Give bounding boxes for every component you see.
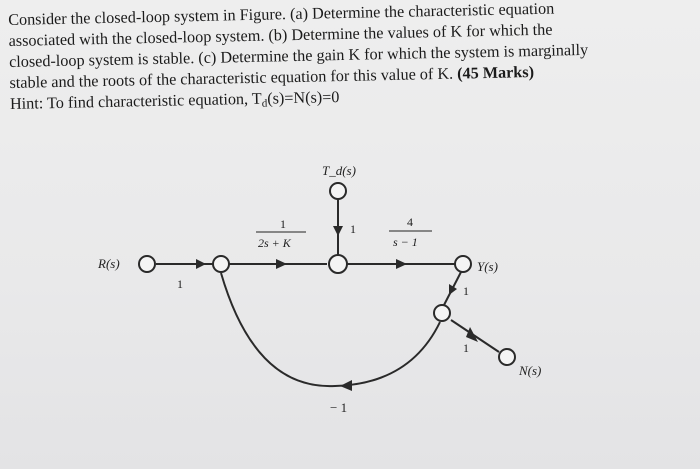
branch-n-to-n3 <box>450 319 500 353</box>
feedback-gain-label: − 1 <box>330 400 347 415</box>
g1-numerator: 1 <box>280 217 286 231</box>
gain-r-label: 1 <box>177 277 183 291</box>
branch-feedback <box>220 272 441 388</box>
arrow-r-to-n1 <box>196 259 206 269</box>
arrow-feedback <box>340 380 352 391</box>
r-label: R(s) <box>97 256 120 271</box>
node-n3 <box>433 304 451 322</box>
n-gain-label: 1 <box>463 341 469 355</box>
arrow-td-to-n2 <box>333 226 343 236</box>
td-label: T_d(s) <box>322 163 356 178</box>
node-r <box>138 255 156 273</box>
td-gain-label: 1 <box>350 222 356 236</box>
g2-numerator: 4 <box>407 215 413 229</box>
arrow-n1-to-n2 <box>276 259 287 269</box>
n-label: N(s) <box>518 363 541 378</box>
node-n <box>498 348 516 366</box>
node-y <box>454 255 472 273</box>
g2-denominator: s − 1 <box>393 235 418 249</box>
node-n2 <box>328 254 348 274</box>
g1-denominator: 2s + K <box>258 236 292 250</box>
arrow-n-to-n3 <box>466 327 478 342</box>
y-gain-label: 1 <box>463 284 469 298</box>
node-n1 <box>212 255 230 273</box>
node-td <box>329 182 347 200</box>
arrow-n2-to-y <box>396 259 407 269</box>
y-label: Y(s) <box>477 259 498 274</box>
arrow-y-to-n3 <box>449 284 457 295</box>
